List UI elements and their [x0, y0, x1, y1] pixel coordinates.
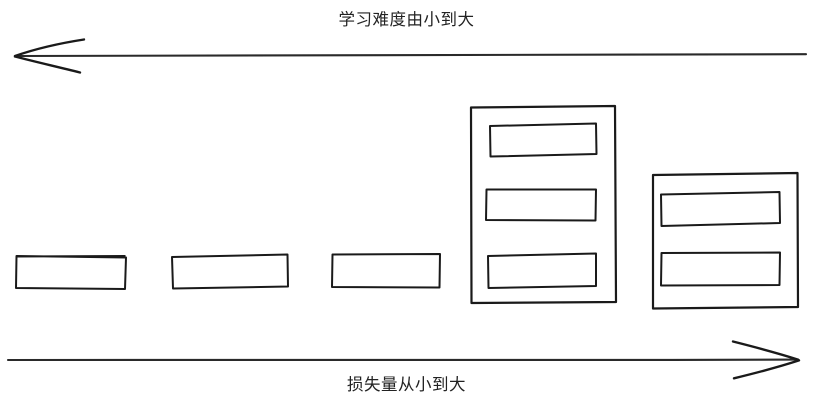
node-label: 中文书籍: [508, 261, 576, 280]
node-box[interactable]: 英文书籍: [330, 252, 442, 290]
node-box[interactable]: 英文博客: [484, 187, 598, 223]
node-label: 英文书籍: [352, 261, 420, 280]
node-box[interactable]: 英文教程: [488, 122, 598, 158]
node-label: 英文教程: [509, 130, 577, 149]
node-box[interactable]: 源代码: [14, 254, 128, 291]
top-axis-label: 学习难度由小到大: [338, 11, 475, 29]
node-box[interactable]: 中文教程: [659, 190, 782, 228]
node-label: 官方文档: [196, 262, 264, 281]
node-label: 英文博客: [507, 195, 575, 214]
node-label: 中文博客: [686, 259, 755, 278]
node-box[interactable]: 官方文档: [170, 253, 290, 290]
top-axis-arrow: [13, 38, 808, 74]
bottom-axis-arrow: [6, 340, 801, 380]
node-box[interactable]: 中文书籍: [486, 252, 598, 290]
node-box[interactable]: 中文博客: [659, 250, 782, 288]
bottom-axis-label: 损失量从小到大: [347, 376, 466, 394]
node-label: 源代码: [45, 263, 97, 282]
node-label: 中文教程: [686, 199, 755, 218]
